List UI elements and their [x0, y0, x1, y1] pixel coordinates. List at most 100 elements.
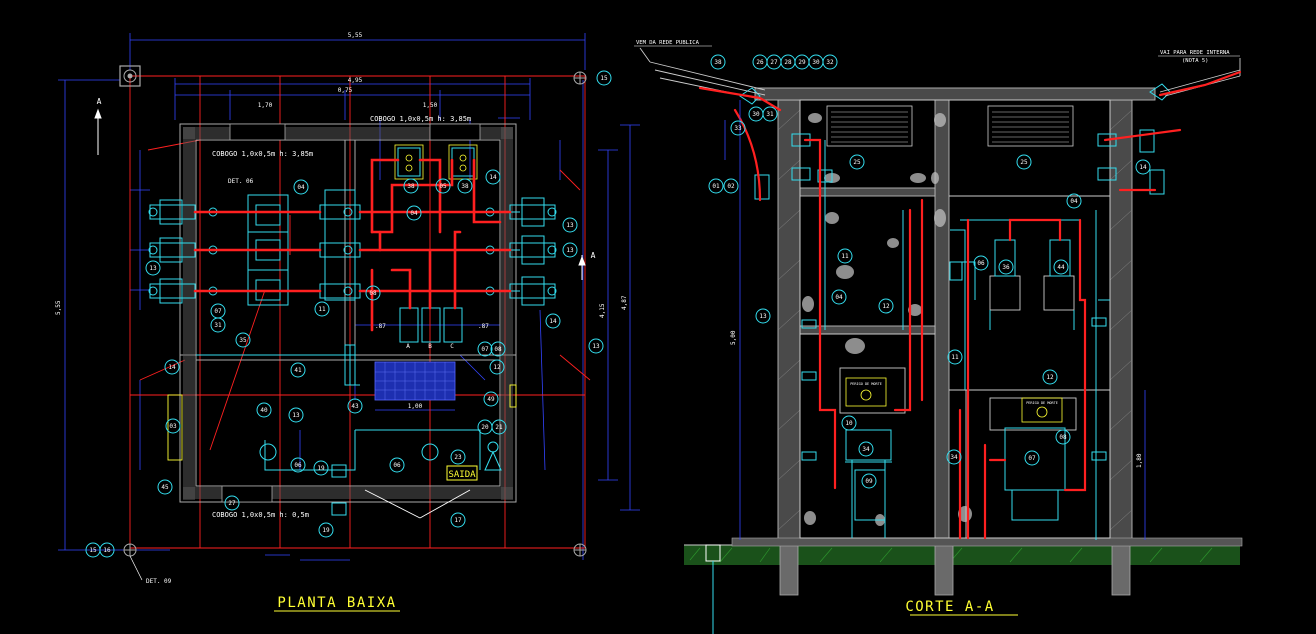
note-incoming-line: VEM DA REDE PUBLICA [636, 40, 700, 46]
ref-tag: 25 [849, 154, 865, 170]
ref-tag: 11 [837, 248, 853, 264]
note-outgoing-line: VAI PARA REDE INTERNA [1160, 50, 1230, 56]
exit-sign-text: SAIDA [448, 470, 476, 480]
ref-tag: 31 [762, 106, 778, 122]
svg-text:07: 07 [481, 346, 489, 353]
ref-tag: 06 [290, 457, 306, 473]
svg-text:12: 12 [493, 364, 501, 371]
svg-text:01: 01 [712, 183, 720, 190]
svg-text:11: 11 [841, 253, 849, 260]
louvers [826, 105, 1074, 147]
ground-fill [684, 545, 1240, 565]
note-outgoing-sub: (NOTA 5) [1182, 58, 1209, 64]
ref-tag: 40 [256, 402, 272, 418]
svg-text:40: 40 [260, 407, 268, 414]
svg-text:25: 25 [853, 159, 861, 166]
ref-tag: 09 [861, 473, 877, 489]
wall-hatch-right [501, 127, 513, 500]
ref-tag: 08 [365, 285, 381, 301]
dim-grille-width: 1,00 [408, 403, 423, 410]
ref-tag: 14 [164, 359, 180, 375]
ref-tag: 05 [435, 178, 451, 194]
svg-text:13: 13 [566, 247, 574, 254]
grid-marker-box [119, 65, 141, 87]
ref-tag: 13 [288, 407, 304, 423]
svg-text:13: 13 [566, 222, 574, 229]
svg-text:04: 04 [410, 210, 418, 217]
svg-text:13: 13 [759, 313, 767, 320]
svg-text:13: 13 [292, 412, 300, 419]
ref-tag: 44 [1053, 259, 1069, 275]
ref-tag: 14 [545, 313, 561, 329]
dim-small-a: 0,75 [338, 87, 353, 94]
wall-hatch-left [183, 127, 195, 500]
svg-text:08: 08 [369, 290, 377, 297]
ref-tag: 11 [314, 301, 330, 317]
svg-text:02: 02 [727, 183, 735, 190]
ventilation-grille [374, 361, 456, 401]
ref-tag: 49 [483, 391, 499, 407]
svg-text:33: 33 [734, 125, 742, 132]
danger-signs [845, 377, 1063, 423]
cobogo-openings [221, 123, 481, 503]
ref-tag: 45 [157, 479, 173, 495]
ref-tag: 17 [450, 512, 466, 528]
svg-text:26: 26 [756, 59, 764, 66]
building-walls [754, 87, 1156, 546]
ref-tag: 38 [403, 178, 419, 194]
svg-text:35: 35 [239, 337, 247, 344]
ref-tag: 06 [389, 457, 405, 473]
ref-tag: 36 [998, 259, 1014, 275]
ref-tag: 11 [947, 349, 963, 365]
plan-title: PLANTA BAIXA [277, 595, 396, 611]
svg-text:06: 06 [393, 462, 401, 469]
phase-a: A [406, 343, 410, 350]
ground-hatch [689, 547, 1213, 563]
svg-text:16: 16 [103, 547, 111, 554]
ref-tag: 34 [858, 441, 874, 457]
svg-text:31: 31 [766, 111, 774, 118]
ref-tag: 13 [562, 217, 578, 233]
ref-tag: 34 [946, 449, 962, 465]
ref-tag: 01 [708, 178, 724, 194]
svg-text:49: 49 [487, 396, 495, 403]
phase-c: C [450, 343, 454, 350]
ref-tag: 19 [313, 460, 329, 476]
exit-sign-box [446, 465, 478, 481]
dim-overall-width: 5,55 [348, 32, 363, 39]
svg-text:14: 14 [1139, 164, 1147, 171]
section-conductors [698, 70, 1242, 540]
door-swing [167, 384, 517, 519]
dim-sub-width-2: 1,50 [423, 102, 438, 109]
svg-text:19: 19 [317, 465, 325, 472]
svg-text:09: 09 [865, 478, 873, 485]
ref-tag: 14 [1135, 159, 1151, 175]
svg-text:14: 14 [489, 174, 497, 181]
plan-dimension-lines [58, 33, 640, 561]
ref-tag: 13 [145, 260, 161, 276]
svg-text:07: 07 [214, 308, 222, 315]
svg-text:27: 27 [770, 59, 778, 66]
svg-text:25: 25 [1020, 159, 1028, 166]
ref-tag: 04 [293, 179, 309, 195]
svg-text:30: 30 [752, 111, 760, 118]
svg-text:34: 34 [950, 454, 958, 461]
ref-tag: 38 [457, 178, 473, 194]
plan-structure-lines [129, 75, 591, 549]
ref-tag: 12 [878, 298, 894, 314]
ref-tag: 12 [1042, 369, 1058, 385]
svg-text:34: 34 [862, 446, 870, 453]
svg-text:43: 43 [351, 403, 359, 410]
ref-tag: 08 [490, 341, 506, 357]
svg-text:15: 15 [600, 75, 608, 82]
svg-text:45: 45 [161, 484, 169, 491]
danger-sign-left: PERIGO DE MORTE [850, 382, 882, 386]
ref-tag: 19 [318, 522, 334, 538]
ref-tag: 04 [1066, 193, 1082, 209]
svg-text:23: 23 [454, 454, 462, 461]
svg-text:06: 06 [977, 260, 985, 267]
ref-tag: 23 [450, 449, 466, 465]
svg-text:41: 41 [294, 367, 302, 374]
svg-text:06: 06 [294, 462, 302, 469]
